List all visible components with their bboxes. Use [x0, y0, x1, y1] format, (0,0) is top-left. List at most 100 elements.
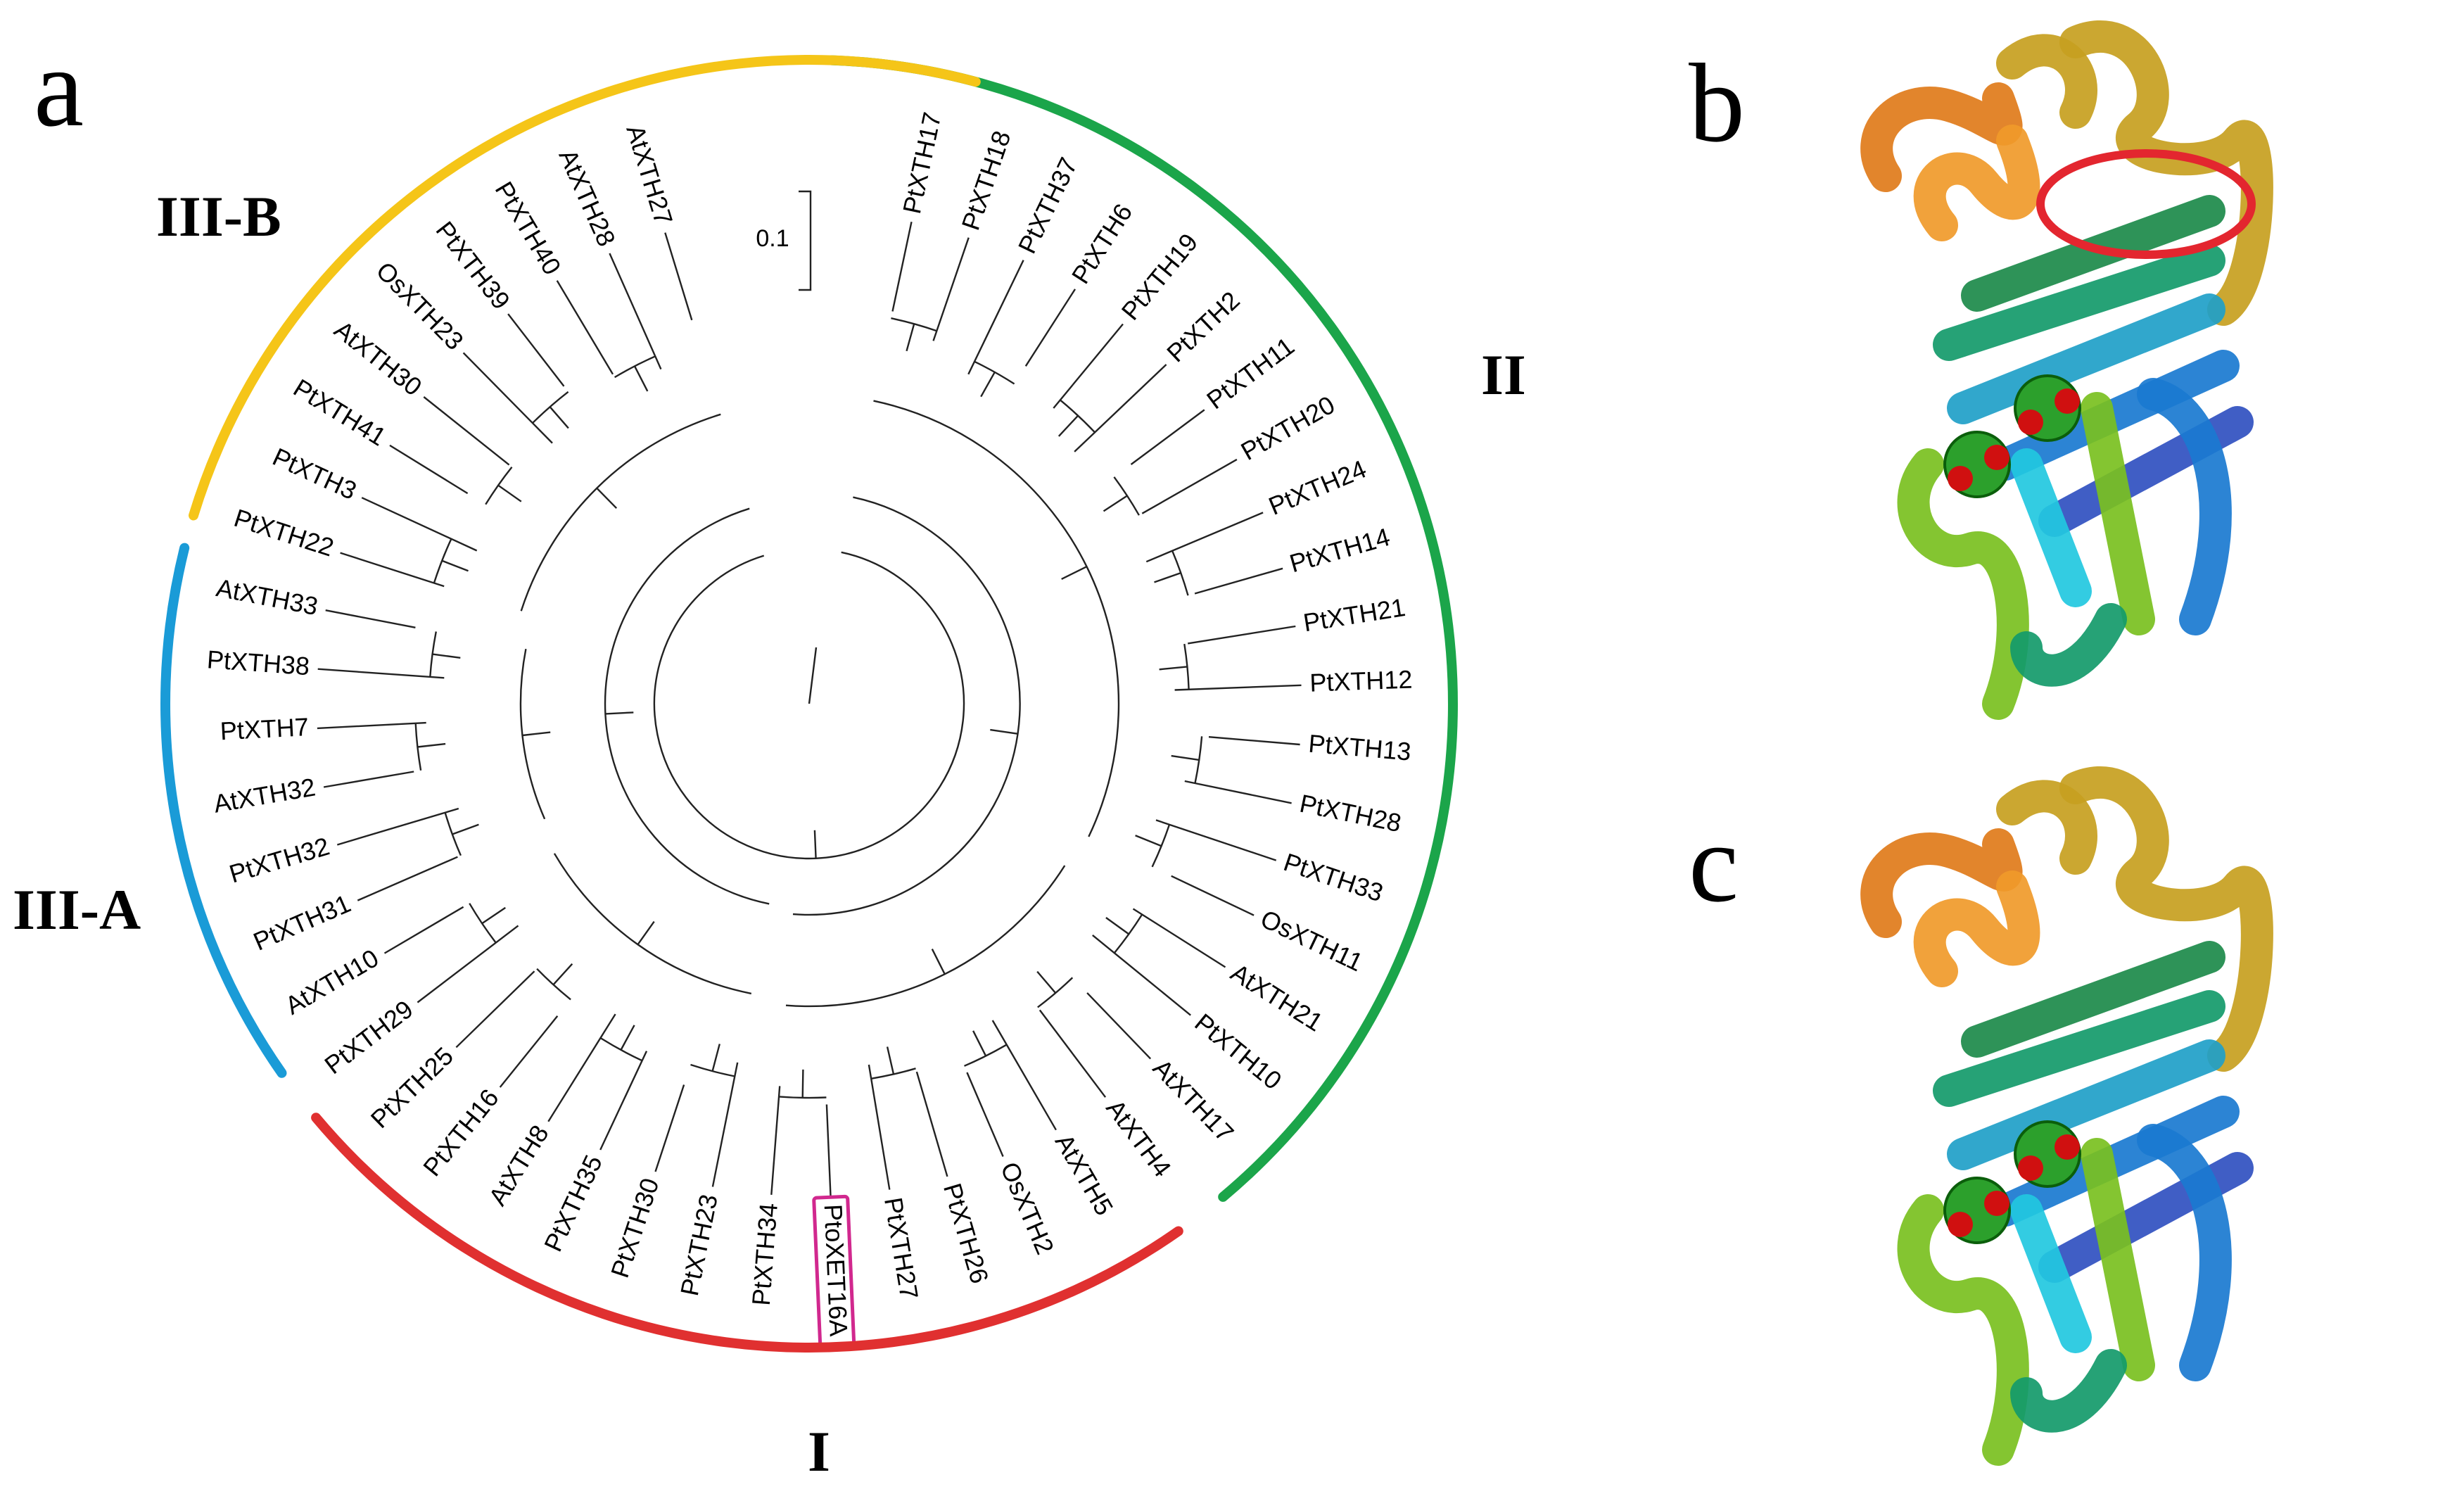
tree-node-arc: [1113, 913, 1143, 954]
tree-node-stem: [813, 830, 817, 859]
tree-branch: [1141, 458, 1238, 514]
leaf-label: PtXTH11: [1201, 331, 1300, 414]
ribbon-strand: [1996, 780, 2097, 875]
clade-label-III-A: III-A: [13, 878, 141, 942]
tree-branch: [455, 970, 535, 1049]
tree-node-stem: [605, 711, 634, 715]
leaf-label: PtXTH14: [1286, 522, 1393, 578]
tree-node-stem: [1105, 917, 1130, 935]
tree-node-arc: [469, 903, 497, 944]
tree-branch: [654, 1084, 685, 1172]
leaf-label: PtXTH28: [1297, 789, 1404, 838]
protein-structure-c: [1860, 766, 2273, 1466]
tree-node-stem: [417, 742, 446, 748]
ribbon-strand: [1947, 293, 2225, 424]
tree-node-stem: [1154, 571, 1181, 583]
ligand-sphere-oxygen: [2018, 410, 2043, 435]
panel-label-c: c: [1689, 800, 1739, 925]
scale-bar-line: [799, 190, 812, 291]
leaf-label: PtXTH2: [1161, 286, 1245, 368]
tree-branch: [891, 222, 913, 312]
tree-node-arc: [444, 812, 462, 856]
leaf-label: PtXTH35: [538, 1151, 608, 1256]
protein-structure-b: [1860, 20, 2273, 720]
tree-node-stem: [1159, 666, 1188, 671]
leaf-label: PtXTH23: [675, 1192, 723, 1298]
tree-branch: [1053, 323, 1124, 409]
ligand-sphere-oxygen: [1948, 466, 1973, 491]
tree-branch: [1024, 289, 1077, 367]
scale-bar-label: 0.1: [756, 225, 789, 252]
leaf-label: PtXTH40: [490, 177, 567, 279]
tree-branch: [357, 856, 458, 901]
tree-node-stem: [637, 920, 655, 945]
tree-branch: [664, 232, 693, 321]
clade-arc-II: [826, 55, 1458, 1202]
leaf-label: PtXTH10: [1189, 1008, 1287, 1095]
leaf-label: PtXTH34: [747, 1202, 783, 1307]
tree-branch: [340, 552, 445, 588]
tree-branch: [609, 253, 662, 370]
leaf-label: AtXTH32: [211, 772, 317, 818]
leaf-label: PtXTH19: [1116, 228, 1204, 326]
leaf-label: PtXTH18: [955, 127, 1016, 234]
leaf-label: PtXTH31: [249, 889, 355, 956]
ribbon-strand: [2010, 603, 2127, 687]
tree-node-stem: [1171, 754, 1200, 761]
ligand-sphere-oxygen: [1984, 445, 2009, 470]
panel-label-a: a: [34, 25, 84, 150]
tree-node-stem: [990, 728, 1019, 735]
leaf-label: AtXTH27: [621, 122, 678, 229]
tree-node-arc: [785, 865, 1066, 1008]
clade-label-II: II: [1481, 343, 1526, 407]
leaf-label: PtXTH24: [1264, 454, 1371, 520]
tree-branch: [383, 906, 464, 954]
tree-branch: [1171, 875, 1255, 916]
tree-node-arc: [792, 496, 1021, 916]
clade-label-III-B: III-B: [156, 184, 281, 248]
tree-node-stem: [497, 484, 522, 502]
ribbon-strand: [1913, 125, 2040, 241]
leaf-label: PtXTH21: [1302, 593, 1408, 637]
tree-node-stem: [1036, 970, 1057, 994]
tree-node-stem: [596, 487, 618, 509]
scale-bar: 0.1: [756, 190, 812, 291]
leaf-label: PtXTH37: [1012, 153, 1083, 258]
leaf-label: PtXTH17: [897, 110, 946, 216]
ligand-sphere-oxygen: [2018, 1155, 2043, 1181]
tree-branch: [336, 807, 459, 846]
ribbon-strand: [1897, 448, 2029, 720]
tree-branch: [966, 1072, 1004, 1157]
tree-branch: [317, 668, 445, 679]
ribbon-strand: [1947, 1039, 2225, 1170]
tree-branch: [825, 1104, 832, 1196]
tree-node-stem: [711, 1044, 720, 1072]
tree-branch: [556, 280, 614, 375]
tree-branch: [599, 1051, 648, 1151]
tree-branch: [323, 771, 414, 788]
leaf-label: AtXTH5: [1050, 1129, 1119, 1220]
ligand-sphere-oxygen: [2055, 1134, 2080, 1160]
leaf-label: OsXTH11: [1256, 904, 1367, 977]
leaf-label: PtXTH3: [268, 442, 361, 505]
tree-branch: [1130, 409, 1205, 465]
tree-node-arc: [871, 1068, 916, 1079]
leaf-label: PtXTH16: [417, 1084, 504, 1182]
tree-branch: [507, 313, 565, 387]
tree-branch: [1188, 625, 1296, 645]
tree-node-stem: [972, 1030, 987, 1057]
tree-node-stem: [432, 653, 461, 659]
tree-node-stem: [1061, 566, 1088, 580]
tree-branch: [462, 352, 553, 444]
ribbon-strand: [2137, 1124, 2232, 1381]
tree-branch: [423, 396, 510, 466]
leaf-label: OsXTH23: [371, 256, 469, 355]
leaf-label: AtXTH30: [329, 315, 428, 401]
leaf-label: PtXTH33: [1280, 847, 1387, 907]
tree-node-stem: [801, 1069, 804, 1098]
tree-branch: [361, 497, 478, 552]
tree-node-arc: [414, 723, 422, 771]
tree-node-stem: [906, 323, 915, 352]
leaf-label: PtXTH29: [319, 994, 418, 1079]
